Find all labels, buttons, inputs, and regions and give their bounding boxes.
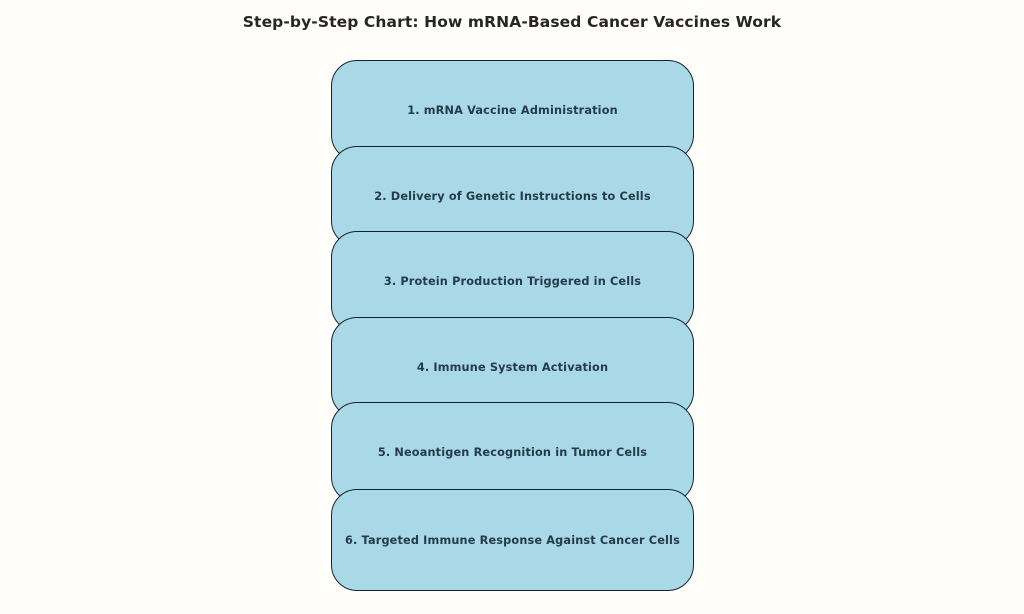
flow-node-label: 5. Neoantigen Recognition in Tumor Cells bbox=[377, 446, 648, 459]
flow-node-label: 1. mRNA Vaccine Administration bbox=[407, 104, 618, 117]
flow-node-label: 3. Protein Production Triggered in Cells bbox=[383, 275, 642, 288]
flow-node-label: 4. Immune System Activation bbox=[416, 361, 609, 374]
flow-node-label: 2. Delivery of Genetic Instructions to C… bbox=[374, 190, 651, 203]
chart-title: Step-by-Step Chart: How mRNA-Based Cance… bbox=[242, 13, 782, 31]
flow-node-step-5[interactable]: 5. Neoantigen Recognition in Tumor Cells bbox=[331, 402, 694, 503]
flow-node-step-6[interactable]: 6. Targeted Immune Response Against Canc… bbox=[331, 489, 694, 591]
flow-node-label: 6. Targeted Immune Response Against Canc… bbox=[345, 533, 680, 547]
